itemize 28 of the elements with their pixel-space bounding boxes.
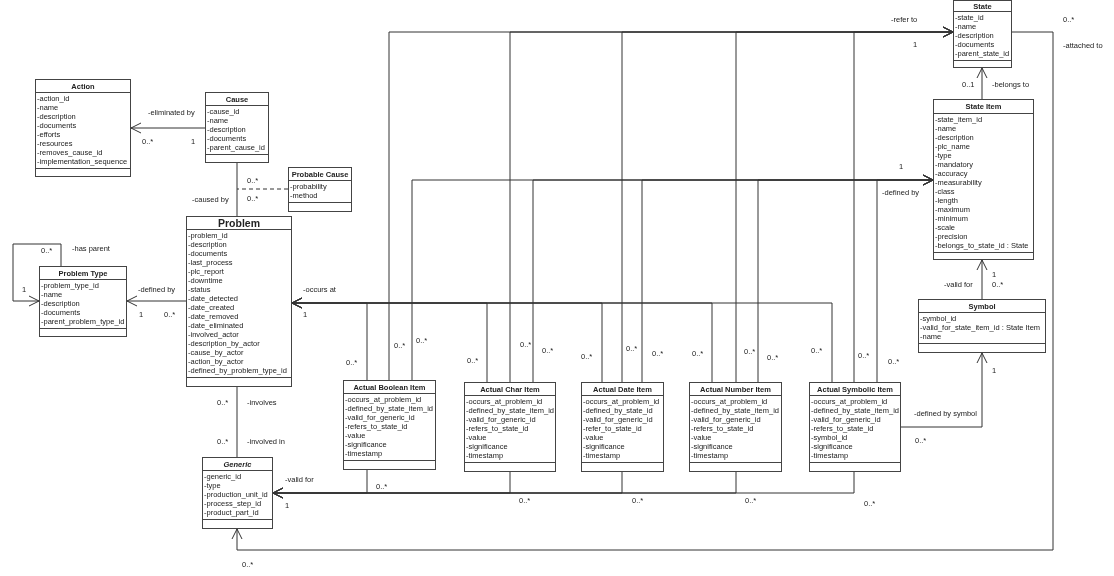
class-box [39,266,127,337]
arrow [976,67,988,100]
association-line [236,162,238,217]
arrow [12,243,62,307]
arrow [291,297,833,383]
arrow [853,26,954,383]
class-box [186,216,292,387]
arrow [876,174,934,383]
class-box [343,380,436,470]
class-box [205,92,269,163]
class-box [581,382,664,472]
class-box [689,382,782,472]
class-box [953,0,1012,68]
class-name: Problem [218,218,260,228]
arrow [976,259,988,300]
class-box [464,382,556,472]
class-box [809,382,901,472]
class-box [918,299,1046,353]
class-box [288,167,352,212]
arrow [126,295,187,307]
class-box [202,457,273,529]
arrow [900,352,988,428]
arrow [272,471,855,499]
dashed-line [236,188,289,190]
association-line [236,386,238,458]
class-box [35,79,131,177]
arrow [130,122,206,134]
class-box [933,99,1034,260]
